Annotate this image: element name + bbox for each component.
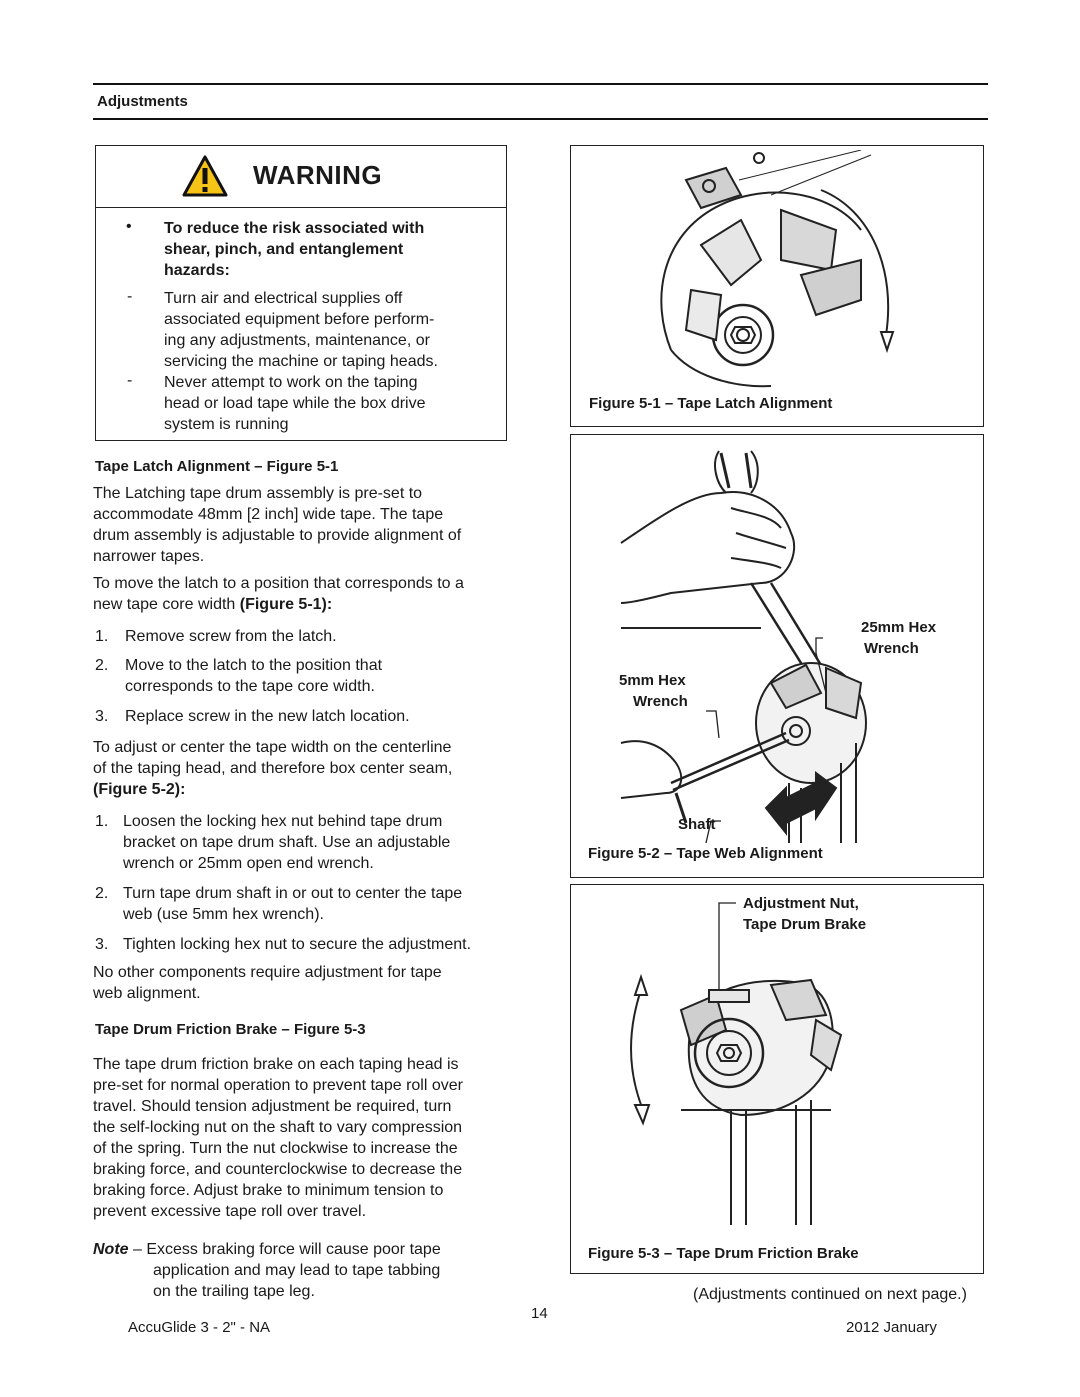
warning-bullet: To reduce the risk associated with shear… <box>164 220 425 279</box>
figure-5-1-caption: Figure 5-1 – Tape Latch Alignment <box>589 395 833 412</box>
figure-5-2: 25mm Hex Wrench 5mm Hex Wrench Shaft Fig… <box>570 434 984 878</box>
dash-mark: - <box>127 372 133 389</box>
callout-shaft: Shaft <box>678 816 716 833</box>
figure-5-3-caption: Figure 5-3 – Tape Drum Friction Brake <box>588 1245 859 1262</box>
figure-5-3: Adjustment Nut, Tape Drum Brake Figure 5… <box>570 884 984 1274</box>
friction-para: The tape drum friction brake on each tap… <box>93 1056 463 1220</box>
callout-5mm-line-2: Wrench <box>633 693 688 710</box>
figure-5-2-caption: Figure 5-2 – Tape Web Alignment <box>588 845 823 862</box>
footer-left: AccuGlide 3 - 2" - NA <box>128 1319 271 1336</box>
list-item: Turn tape drum shaft in or out to center… <box>123 885 463 923</box>
dash-mark: - <box>127 288 133 305</box>
callout-25mm-line-1: 25mm Hex <box>861 619 937 636</box>
tape-web-illustration <box>620 450 867 843</box>
section-title: Adjustments <box>97 93 188 110</box>
latch-steps: 1. Remove screw from the latch. 2. Move … <box>95 628 410 725</box>
callout-5mm-line-1: 5mm Hex <box>619 672 686 689</box>
web-steps: 1. Loosen the locking hex nut behind tap… <box>95 813 472 953</box>
page-number: 14 <box>531 1305 548 1322</box>
warning-header: WARNING <box>96 146 506 208</box>
tape-latch-illustration <box>660 150 895 388</box>
tape-latch-para-1: The Latching tape drum assembly is pre-s… <box>93 485 462 565</box>
figure-5-1: Figure 5-1 – Tape Latch Alignment <box>570 145 984 427</box>
note: Note – Excess braking force will cause p… <box>93 1241 441 1300</box>
list-item: Move to the latch to the position that c… <box>125 657 383 695</box>
footer-right: 2012 January <box>846 1319 937 1336</box>
callout-25mm-line-2: Wrench <box>864 640 919 657</box>
tape-latch-para-2: To move the latch to a position that cor… <box>93 575 464 613</box>
friction-brake-illustration <box>630 902 843 1225</box>
tape-latch-heading: Tape Latch Alignment – Figure 5-1 <box>95 458 339 475</box>
friction-heading: Tape Drum Friction Brake – Figure 5-3 <box>95 1021 366 1038</box>
header-rule-top <box>93 83 988 85</box>
tape-latch-para-4: No other components require adjustment f… <box>93 964 442 1002</box>
warning-triangle-icon <box>182 155 228 197</box>
bullet-dot: • <box>126 218 132 235</box>
list-item: Loosen the locking hex nut behind tape d… <box>123 813 451 872</box>
warning-item-1: Turn air and electrical supplies off ass… <box>164 290 438 370</box>
callout-adjustment-nut-line-2: Tape Drum Brake <box>743 916 867 933</box>
warning-box: WARNING • To reduce the risk associated … <box>95 145 507 441</box>
warning-item-2: Never attempt to work on the taping head… <box>164 374 426 433</box>
list-item: Remove screw from the latch. <box>125 628 337 645</box>
continued-note: (Adjustments continued on next page.) <box>693 1286 967 1303</box>
warning-title: WARNING <box>253 160 383 190</box>
list-item: Replace screw in the new latch location. <box>125 708 410 725</box>
list-item: Tighten locking hex nut to secure the ad… <box>123 936 472 953</box>
header-rule-bottom <box>93 118 988 120</box>
callout-adjustment-nut-line-1: Adjustment Nut, <box>743 895 859 912</box>
tape-latch-para-3: To adjust or center the tape width on th… <box>93 739 453 798</box>
